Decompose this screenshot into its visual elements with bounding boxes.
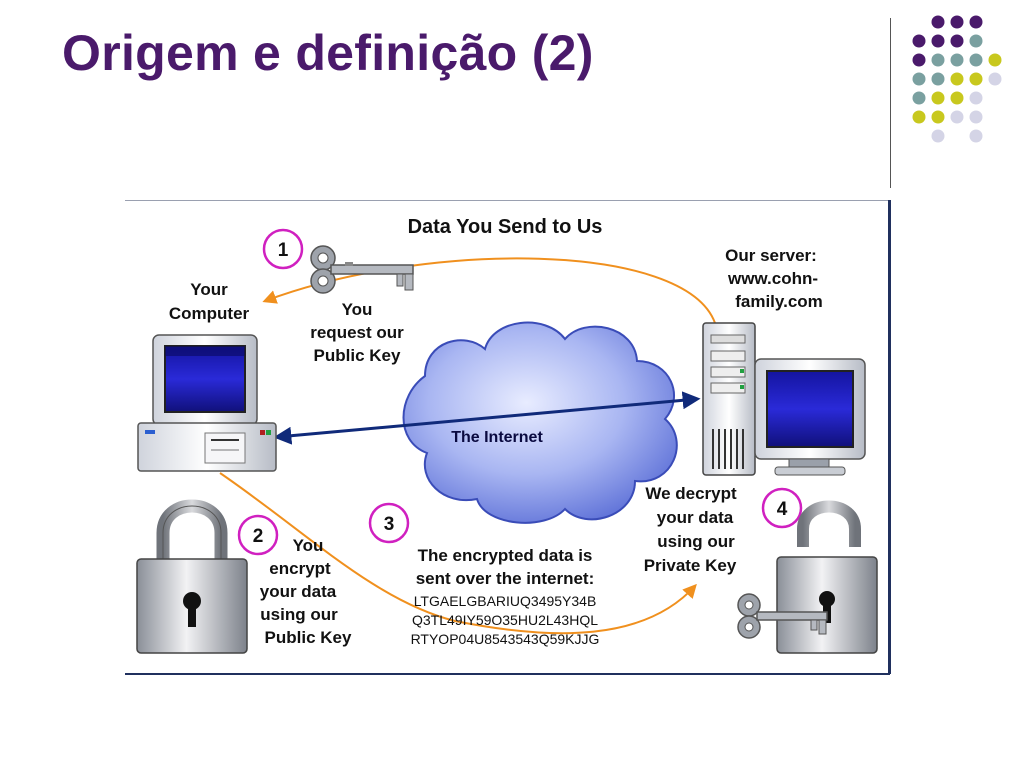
step-3-badge [368, 502, 410, 544]
cipher-text-line2: Q3TL49IY59O35HU2L43HQL [412, 612, 598, 628]
step-1-text-line1: You [342, 300, 373, 319]
step-1-badge [262, 228, 304, 270]
step-2-text-line2: encrypt [269, 559, 331, 578]
locked-padlock-icon [136, 499, 248, 654]
cipher-text-line1: LTGAELGBARIUQ3495Y34B [414, 593, 597, 609]
decorative-dot [950, 15, 964, 29]
decorative-dot [969, 72, 983, 86]
step-4-number: 4 [777, 499, 788, 520]
public-key-icon [310, 245, 414, 294]
decorative-dot [931, 129, 945, 143]
diagram-canvas: Data You Send to Us The Internet Your Co… [136, 216, 878, 654]
server-icon [702, 322, 866, 476]
decorative-dot [969, 53, 983, 67]
step-3-text-line1: The encrypted data is [418, 546, 593, 565]
internet-label: The Internet [451, 429, 543, 446]
title-divider [890, 18, 891, 188]
your-computer-label-line1: Your [190, 280, 228, 299]
decorative-dot [950, 34, 964, 48]
decorative-dot [912, 34, 926, 48]
step-1-text-line3: Public Key [314, 346, 401, 365]
step-2-number: 2 [253, 526, 264, 547]
your-computer-label-line2: Computer [169, 304, 250, 323]
decorative-dot [969, 110, 983, 124]
decorative-dot [969, 15, 983, 29]
decorative-dot [931, 15, 945, 29]
slide-title: Origem e definição (2) [62, 25, 594, 81]
step-3-number: 3 [384, 514, 395, 535]
server-label-line3: family.com [735, 292, 823, 311]
cipher-text-line3: RTYOP04U8543543Q59KJJG [411, 631, 600, 647]
step-4-text-line2: your data [657, 508, 734, 527]
decorative-dot [931, 34, 945, 48]
internet-connection-arrow [273, 391, 701, 445]
diagram-heading: Data You Send to Us [408, 216, 603, 238]
decorative-dot [969, 34, 983, 48]
decorative-dot [969, 91, 983, 105]
decorative-dot [912, 91, 926, 105]
decorative-dot [931, 110, 945, 124]
your-computer-icon [137, 334, 277, 472]
decorative-dot [988, 72, 1002, 86]
public-key-request-arrow [262, 257, 716, 324]
server-label-line1: Our server: [725, 246, 817, 265]
decorative-dot [950, 110, 964, 124]
step-1-number: 1 [278, 240, 289, 261]
unlocked-padlock-icon [776, 500, 878, 654]
decorative-dot [912, 110, 926, 124]
step-2-text-line3: your data [260, 582, 337, 601]
encryption-diagram: Data You Send to Us The Internet Your Co… [125, 200, 890, 675]
step-2-text-line4: using our [260, 605, 338, 624]
diagram-right-border [888, 200, 891, 674]
decorative-dot [912, 53, 926, 67]
decorative-dot [931, 91, 945, 105]
server-label-line2: www.cohn- [727, 269, 818, 288]
step-4-text-line3: using our [657, 532, 735, 551]
step-4-text-line1: We decrypt [645, 484, 737, 503]
private-key-icon [737, 593, 828, 639]
step-2-badge [237, 514, 279, 556]
step-3-text-line2: sent over the internet: [416, 569, 595, 588]
step-2-text-line1: You [293, 536, 324, 555]
decorative-dot [950, 53, 964, 67]
decorative-dot [950, 91, 964, 105]
decorative-dot [988, 53, 1002, 67]
step-4-text-line4: Private Key [644, 556, 737, 575]
decorative-dot [969, 129, 983, 143]
decorative-dot [950, 72, 964, 86]
step-2-text-line5: Public Key [265, 628, 352, 647]
decorative-dot [931, 72, 945, 86]
encrypted-data-arrow [219, 472, 697, 635]
decorative-dot [912, 72, 926, 86]
step-4-badge [761, 487, 803, 529]
decorative-dot [931, 53, 945, 67]
step-1-text-line2: request our [310, 323, 404, 342]
